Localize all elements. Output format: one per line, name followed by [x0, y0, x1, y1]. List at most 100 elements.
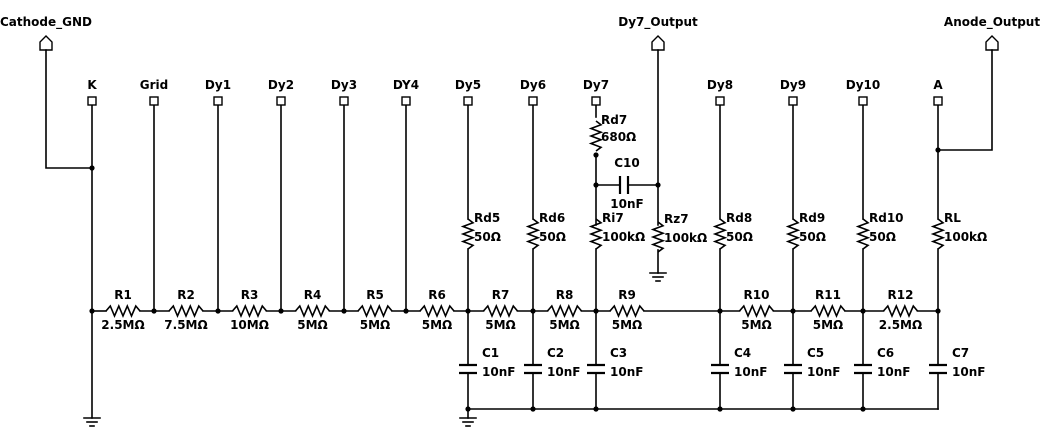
pin-label-a: A: [933, 78, 943, 92]
resistor-r1: [105, 303, 141, 319]
cap-name-c5: C5: [807, 346, 824, 360]
cap-name-c4: C4: [734, 346, 751, 360]
dynode-value-rl: 100kΩ: [944, 230, 987, 244]
junction-dot: [530, 406, 536, 412]
junction-dot: [215, 308, 221, 314]
dy7-output-connector-icon: [651, 35, 665, 51]
cap-value-c7: 10nF: [952, 365, 985, 379]
junction-dot: [593, 308, 599, 314]
rz7-value: 100kΩ: [664, 231, 707, 245]
divider-value-r6: 5MΩ: [422, 318, 453, 332]
capacitor-c3: [587, 363, 605, 375]
resistor-r10: [738, 303, 775, 319]
junction-dot: [403, 308, 409, 314]
pin-label-grid: Grid: [140, 78, 168, 92]
pin-terminal-dy3: [339, 96, 349, 106]
capacitor-c1: [459, 363, 477, 375]
junction-dot: [530, 308, 536, 314]
pin-label-dy7: Dy7: [583, 78, 609, 92]
divider-name-r10: R10: [744, 288, 770, 302]
c10-value: 10nF: [610, 197, 643, 211]
resistor-r11: [810, 303, 846, 319]
dynode-name-ri7: Ri7: [602, 211, 624, 225]
resistor-r7: [482, 303, 519, 319]
pin-label-dy4: DY4: [393, 78, 419, 92]
capacitor-c6: [854, 363, 872, 375]
anode-output-connector-icon: [985, 35, 999, 51]
pin-terminal-dy4: [401, 96, 411, 106]
divider-value-r2: 7.5MΩ: [164, 318, 207, 332]
junction-dot: [341, 308, 347, 314]
resistor-r4: [294, 303, 331, 319]
rd7-value: 680Ω: [601, 130, 636, 144]
resistor-rd5: [460, 218, 476, 250]
divider-value-r1: 2.5MΩ: [101, 318, 144, 332]
divider-name-r11: R11: [815, 288, 841, 302]
dynode-value-rd9: 50Ω: [799, 230, 826, 244]
pin-label-dy6: Dy6: [520, 78, 546, 92]
ground-icon: [649, 272, 667, 282]
capacitor-c7: [929, 363, 947, 375]
cap-value-c3: 10nF: [610, 365, 643, 379]
divider-name-r3: R3: [241, 288, 259, 302]
cathode-gnd-connector-icon: [39, 35, 53, 51]
pin-label-dy1: Dy1: [205, 78, 231, 92]
divider-value-r10: 5MΩ: [741, 318, 772, 332]
cap-value-c4: 10nF: [734, 365, 767, 379]
capacitor-c10: C10 10nF: [610, 156, 643, 211]
junction-dot: [935, 308, 941, 314]
cap-name-c7: C7: [952, 346, 969, 360]
resistor-r12: [882, 303, 919, 319]
dynode-name-rd9: Rd9: [799, 211, 825, 225]
resistor-rz7-symbol: [650, 221, 666, 253]
net-label-cathode-gnd: Cathode_GND: [0, 15, 92, 30]
pin-label-dy2: Dy2: [268, 78, 294, 92]
junction-dot: [935, 147, 941, 153]
pin-terminal-dy8: [715, 96, 725, 106]
dynode-name-rd5: Rd5: [474, 211, 500, 225]
pin-terminal-dy2: [276, 96, 286, 106]
cap-value-c1: 10nF: [482, 365, 515, 379]
resistor-r8: [546, 303, 583, 319]
resistor-ri7: [588, 218, 604, 250]
pin-label-dy5: Dy5: [455, 78, 481, 92]
divider-name-r5: R5: [366, 288, 384, 302]
junction-dot: [593, 152, 599, 158]
components: [105, 120, 947, 375]
dynode-value-rd6: 50Ω: [539, 230, 566, 244]
resistor-rl: [930, 218, 946, 250]
divider-name-r7: R7: [492, 288, 510, 302]
divider-name-r12: R12: [888, 288, 914, 302]
dynode-name-rd6: Rd6: [539, 211, 565, 225]
rd7-name: Rd7: [601, 113, 627, 127]
resistor-r6: [419, 303, 455, 319]
pin-terminal-dy7: [591, 96, 601, 106]
pin-terminal-dy9: [788, 96, 798, 106]
pin-label-dy9: Dy9: [780, 78, 806, 92]
divider-name-r6: R6: [428, 288, 446, 302]
ground-icon: [83, 417, 101, 427]
cap-name-c1: C1: [482, 346, 499, 360]
divider-name-r2: R2: [177, 288, 195, 302]
capacitor-c5: [784, 363, 802, 375]
pin-terminal-dy10: [858, 96, 868, 106]
junction-dot: [89, 308, 95, 314]
net-label-dy7-output: Dy7_Output: [618, 15, 698, 30]
resistor-rd10: [855, 218, 871, 250]
junction-dot: [278, 308, 284, 314]
resistor-r3: [231, 303, 268, 319]
capacitor-c2: [524, 363, 542, 375]
cap-value-c6: 10nF: [877, 365, 910, 379]
dynode-value-rd8: 50Ω: [726, 230, 753, 244]
junction-dot: [593, 406, 599, 412]
dynode-name-rl: RL: [944, 211, 961, 225]
pin-terminal-grid: [149, 96, 159, 106]
divider-value-r7: 5MΩ: [485, 318, 516, 332]
junction-dots: [89, 147, 941, 412]
junction-dot: [860, 308, 866, 314]
pin-terminal-dy6: [528, 96, 538, 106]
junction-dot: [790, 308, 796, 314]
divider-name-r8: R8: [556, 288, 574, 302]
resistor-r2: [168, 303, 204, 319]
